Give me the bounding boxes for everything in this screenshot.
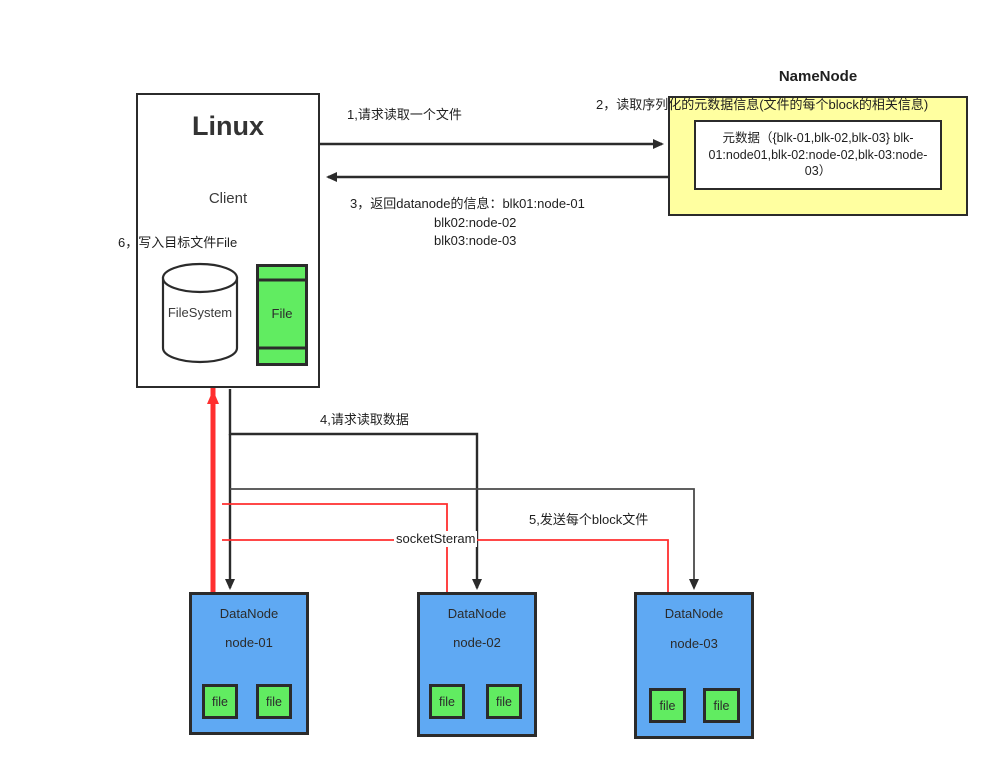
arrow-step5-send-block-files xyxy=(230,488,699,590)
datanode-file-node-02-b[interactable]: file xyxy=(486,684,522,719)
namenode-metadata-text: 元数据（{blk-01,blk-02,blk-03} blk-01:node01… xyxy=(708,130,928,179)
step2-label: 2，读取序列化的元数据信息(文件的每个block的相关信息) xyxy=(596,97,929,112)
datanode-file-node-01-a[interactable]: file xyxy=(202,684,238,719)
file-chip-label: file xyxy=(659,698,676,713)
namenode-metadata-box[interactable]: 元数据（{blk-01,blk-02,blk-03} blk-01:node01… xyxy=(694,120,942,190)
datanode-file-node-03-a[interactable]: file xyxy=(649,688,686,723)
socket-stream-label: socketSteram xyxy=(394,531,478,548)
step1-label: 1,请求读取一个文件 xyxy=(347,107,462,122)
step5-label: 5,发送每个block文件 xyxy=(529,512,649,527)
step3-label-line1: 3，返回datanode的信息：blk01:node-01 xyxy=(350,196,585,211)
file-chip-label: file xyxy=(266,694,282,709)
datanode-file-node-03-b[interactable]: file xyxy=(703,688,740,723)
file-chip-label: file xyxy=(713,698,730,713)
namenode-title: NameNode xyxy=(778,68,858,85)
datanode-file-node-01-b[interactable]: file xyxy=(256,684,292,719)
datanode-title-node-01: DataNode xyxy=(219,606,279,621)
datanode-file-node-02-a[interactable]: file xyxy=(429,684,465,719)
file-chip-label: file xyxy=(496,694,512,709)
datanode-title-node-02: DataNode xyxy=(447,606,507,621)
step4-label: 4,请求读取数据 xyxy=(320,412,409,427)
client-file-label: File xyxy=(271,306,293,321)
file-chip-label: file xyxy=(439,694,455,709)
datanode-title-node-03: DataNode xyxy=(664,606,724,621)
step3-label-line3: blk03:node-03 xyxy=(434,233,517,248)
file-chip-label: file xyxy=(212,694,228,709)
client-role-label: Client xyxy=(208,190,248,207)
datanode-host-node-01: node-01 xyxy=(225,635,273,650)
datanode-host-node-02: node-02 xyxy=(453,635,501,650)
step6-label: 6，写入目标文件File xyxy=(118,235,238,250)
arrow-step4-request-read-data xyxy=(225,389,482,590)
datanode-host-node-03: node-03 xyxy=(670,636,718,651)
filesystem-label: FileSystem xyxy=(167,305,233,320)
step3-label-line2: blk02:node-02 xyxy=(434,215,517,230)
linux-title: Linux xyxy=(192,111,264,141)
